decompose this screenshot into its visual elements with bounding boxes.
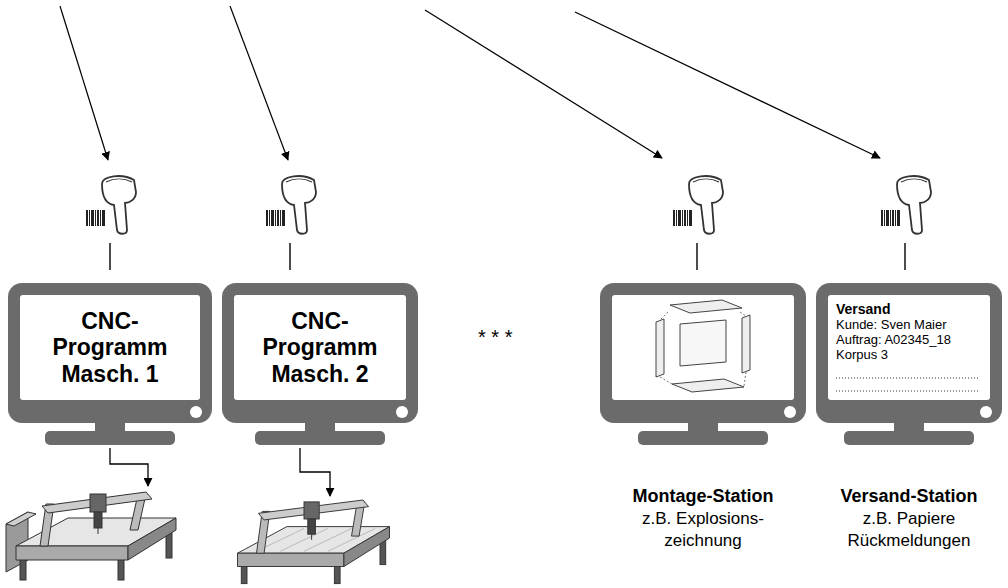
barcode-scanners xyxy=(86,176,931,234)
monitor-screen: CNC- Programm Masch. 2 xyxy=(234,295,406,400)
screen-text: CNC- Programm Masch. 1 xyxy=(35,308,185,387)
screen-body: Kunde: Sven Maier Auftrag: A02345_18 Kor… xyxy=(836,318,981,363)
station-note: z.B. Papiere Rückmeldungen xyxy=(834,508,984,552)
cnc-machine xyxy=(238,500,390,584)
scanner-cables xyxy=(110,243,905,270)
screen-text: CNC- Programm Masch. 2 xyxy=(245,308,395,387)
station-title: Montage-Station xyxy=(593,485,813,508)
station-caption: Montage-Stationz.B. Explosions- zeichnun… xyxy=(593,485,813,552)
transfer-arrows xyxy=(110,448,330,496)
station-note: z.B. Explosions- zeichnung xyxy=(628,508,778,552)
monitor-screen: Montage-Stationz.B. Explosions- zeichnun… xyxy=(612,295,794,400)
station-title: Versand-Station xyxy=(809,485,1008,508)
monitor-screen: CNC- Programm Masch. 1 xyxy=(20,295,200,400)
cnc-machine xyxy=(6,492,176,580)
incoming-arrows xyxy=(60,6,880,160)
monitors xyxy=(8,283,1002,445)
exploded-drawing xyxy=(656,300,750,392)
screen-content: VersandKunde: Sven Maier Auftrag: A02345… xyxy=(836,301,982,363)
monitor-screen: VersandKunde: Sven Maier Auftrag: A02345… xyxy=(828,295,990,400)
station-caption: Versand-Stationz.B. Papiere Rückmeldunge… xyxy=(809,485,1008,552)
screen-heading: Versand xyxy=(836,301,890,318)
dotted-lines xyxy=(836,378,978,391)
screen-content: CNC- Programm Masch. 1 xyxy=(24,308,196,387)
screen-content: CNC- Programm Masch. 2 xyxy=(238,308,402,387)
ellipsis-mark: * * * xyxy=(478,326,512,349)
